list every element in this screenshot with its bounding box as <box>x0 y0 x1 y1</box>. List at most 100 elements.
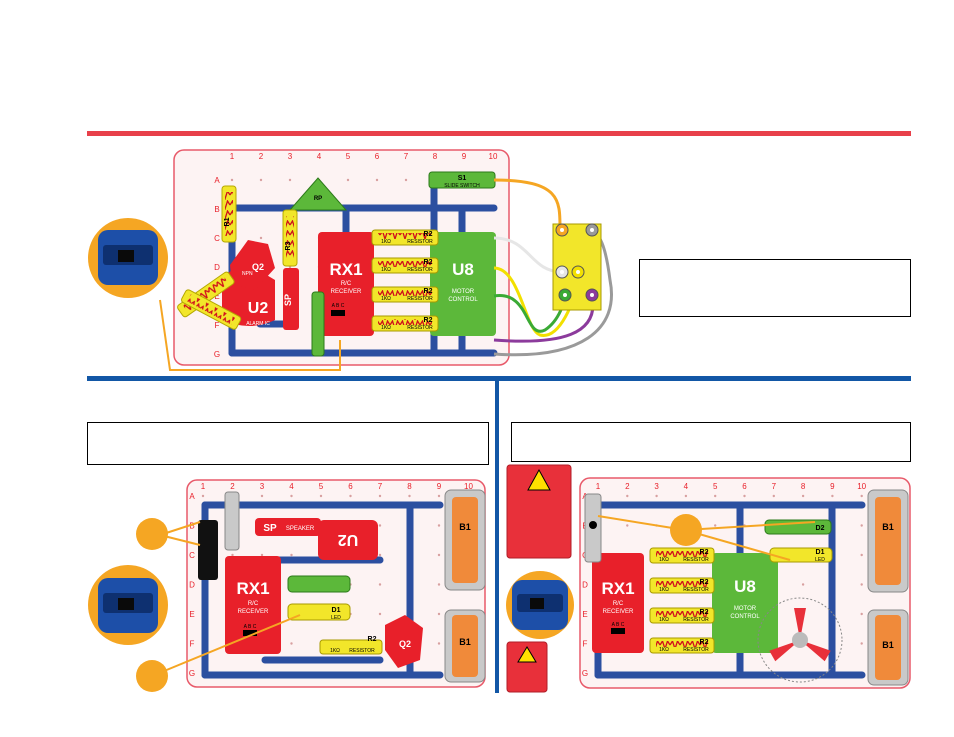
top-grid-dot <box>346 178 350 182</box>
top-col-label: 2 <box>259 152 264 161</box>
top-grid-dot <box>259 178 263 182</box>
bl-callout-dot-bottom <box>136 660 168 692</box>
bl-col-label: 2 <box>230 482 235 491</box>
br-b1-bottom-label: B1 <box>882 640 894 650</box>
bl-b1-top-label: B1 <box>459 522 471 532</box>
br-fan-blades <box>769 608 831 662</box>
br-rx1-sub1: R/C <box>613 601 624 607</box>
r2-value: 1KΩ <box>659 557 669 563</box>
br-abc-label: A B C <box>612 622 625 628</box>
bl-col-label: 8 <box>407 482 412 491</box>
br-col-label: 7 <box>772 482 777 491</box>
top-callout-leader <box>159 299 341 371</box>
br-grid-dot <box>626 494 629 498</box>
bl-grid-dot <box>260 553 264 557</box>
r2-sub: RESISTOR <box>683 587 709 593</box>
br-grid-dot <box>860 553 863 557</box>
s1-label: S1 <box>458 175 467 182</box>
bl-grid-dot <box>378 612 382 616</box>
top-abc-label: A B C <box>332 303 345 309</box>
top-row-label: B <box>214 205 219 214</box>
top-u8-module <box>430 232 496 336</box>
br-grid-dot <box>772 494 775 498</box>
bl-grid-dot <box>437 524 441 527</box>
bl-grid-dot <box>290 494 293 498</box>
r2-sub: RESISTOR <box>407 325 433 331</box>
br-b1-top-label: B1 <box>882 522 894 532</box>
top-grid-dot <box>259 236 263 240</box>
bl-r2-label: R2 <box>368 636 377 643</box>
r2-label: R2 <box>700 609 709 616</box>
br-grid-dot <box>684 494 688 498</box>
warning-triangle-icon <box>527 468 551 491</box>
br-col-label: 5 <box>713 482 718 491</box>
connector-terminals <box>555 223 599 302</box>
top-q2-transistor <box>230 240 275 290</box>
bl-col-label: 9 <box>437 482 442 491</box>
top-u2-sub: ALARM IC <box>246 321 270 327</box>
br-grid-dot <box>801 494 805 498</box>
bl-callout-dot-top <box>136 518 168 550</box>
r2-sub: RESISTOR <box>407 267 433 273</box>
r2-value: 1KΩ <box>381 267 391 273</box>
top-sp-label: SP <box>283 294 293 306</box>
top-col-label: 6 <box>375 152 380 161</box>
top-grid-dot <box>230 178 234 182</box>
s1-sub: SLIDE SWITCH <box>444 183 480 189</box>
bl-row-label: B <box>189 522 194 531</box>
bl-r2-resistor <box>319 639 383 655</box>
top-row-label: D <box>214 263 220 272</box>
br-warning-panel-bottom <box>506 641 548 693</box>
bl-grid-dot <box>378 553 382 557</box>
bl-row-label: C <box>189 551 195 560</box>
bl-abc-label: A B C <box>244 624 257 630</box>
bl-grid-dot <box>437 612 441 616</box>
bl-grid-dot <box>231 553 234 557</box>
bl-col-label: 7 <box>378 482 383 491</box>
bl-col-label: 1 <box>201 482 206 491</box>
top-col-label: 8 <box>433 152 438 161</box>
top-rx1-sub2: RECEIVER <box>331 289 362 295</box>
br-fan-circle <box>757 597 843 683</box>
top-col-label: 4 <box>317 152 322 161</box>
br-grid-dot <box>801 583 805 586</box>
bl-d1-bottom-led <box>287 603 351 621</box>
bl-col-label: 10 <box>464 482 473 491</box>
br-grid-dot <box>860 642 863 645</box>
br-grid-dot <box>860 612 863 616</box>
bl-row-label: D <box>189 581 195 590</box>
bl-grid-dot <box>437 583 441 586</box>
br-rx1-module <box>592 553 644 653</box>
top-grid-dot <box>375 178 379 182</box>
top-r1-label: R1 <box>224 217 231 226</box>
br-row-label: G <box>582 669 588 678</box>
br-row-label: D <box>582 581 588 590</box>
bl-sp-label: SP <box>263 523 277 534</box>
top-col-label: 10 <box>489 152 498 161</box>
top-rx1-label: RX1 <box>329 260 362 279</box>
r2-value: 1KΩ <box>381 239 391 245</box>
br-u8-sub2: CONTROL <box>730 614 760 620</box>
br-grid-dot <box>860 583 863 586</box>
top-u8-sub2: CONTROL <box>448 297 478 303</box>
bl-gray-module <box>224 491 240 551</box>
bl-snap-wires <box>201 501 444 679</box>
top-row-label: A <box>214 176 220 185</box>
r2-label: R2 <box>424 317 433 324</box>
bl-rx1-label: RX1 <box>236 579 269 598</box>
top-rx1-sub1: R/C <box>341 281 352 287</box>
bl-grid-dot <box>290 642 293 645</box>
bl-row-label: E <box>189 610 194 619</box>
bl-col-label: 6 <box>348 482 353 491</box>
br-callout-dot <box>670 514 702 546</box>
bl-d1-sub: LED <box>331 615 341 621</box>
r2-label: R2 <box>424 259 433 266</box>
bl-d1-label: D1 <box>332 607 341 614</box>
br-warning-panel-top <box>506 464 572 559</box>
